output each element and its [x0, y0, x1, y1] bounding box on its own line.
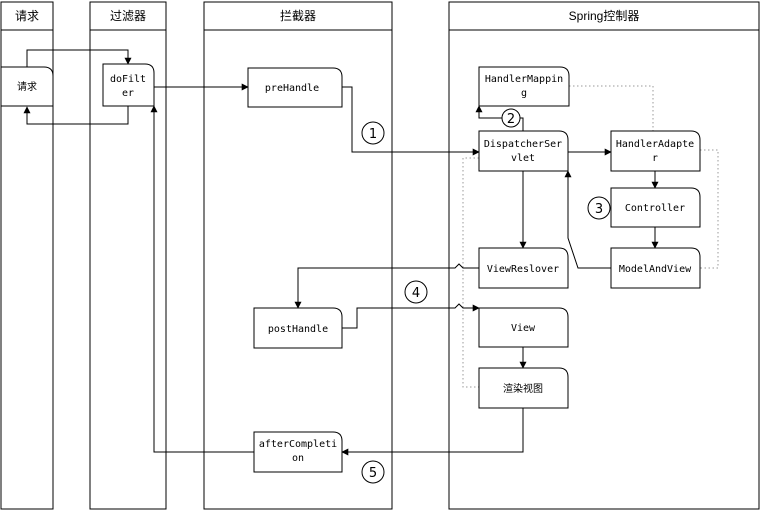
edge-prehandle-to-dispatcher: [342, 86, 480, 156]
lane-interceptor-title: 拦截器: [280, 9, 316, 23]
node-aftercompletion: afterCompleti on: [253, 431, 343, 473]
step-badge-3-label: 3: [595, 202, 603, 217]
node-viewresolver-label: ViewReslover: [487, 264, 559, 275]
lane-request-title: 请求: [15, 9, 39, 23]
node-controller-label: Controller: [625, 203, 685, 214]
edge-viewresolver-to-posthandle: [294, 263, 479, 309]
edge-dofilter-to-request: [23, 106, 129, 125]
node-dofilter: doFilt er: [102, 63, 155, 107]
node-view: View: [478, 307, 569, 348]
step-badge-5-label: 5: [369, 466, 377, 481]
step-badge-1: 1: [361, 121, 385, 145]
edge-dispatcher-to-handlermapping: [475, 105, 524, 131]
node-viewresolver: ViewReslover: [478, 247, 569, 289]
node-posthandle-label: postHandle: [268, 324, 328, 335]
dotted-adapter-to-modelandview: [700, 149, 719, 269]
edge-posthandle-to-view: [342, 303, 480, 329]
node-request-label: 请求: [17, 80, 37, 93]
node-dofilter-label-line1: doFilt: [110, 74, 146, 85]
node-prehandle: preHandle: [247, 67, 343, 108]
node-posthandle: postHandle: [253, 307, 343, 349]
node-dofilter-label-line2: er: [122, 88, 134, 99]
node-prehandle-label: preHandle: [265, 83, 319, 94]
step-badge-1-label: 1: [369, 127, 377, 142]
node-handleradapter-label-line1: HandlerAdapte: [616, 139, 694, 150]
node-dispatcher-label-line2: vlet: [511, 153, 535, 164]
step-badge-2: 2: [501, 108, 521, 128]
node-render-view-label: 渲染视图: [503, 382, 543, 395]
node-controller: Controller: [610, 187, 701, 228]
node-aftercompletion-label-line1: afterCompleti: [259, 439, 337, 450]
dotted-mapping-to-adapter: [569, 85, 654, 131]
node-aftercompletion-label-line2: on: [292, 453, 304, 464]
edge-render-to-aftercompletion: [341, 408, 524, 456]
node-dispatcher-label-line1: DispatcherSer: [484, 139, 562, 150]
node-handlermapping: HandlerMappin g: [478, 66, 570, 107]
node-view-label: View: [511, 323, 536, 334]
edge-aftercompletion-to-dofilter: [150, 105, 254, 453]
dotted-dispatcher-to-render: [462, 157, 479, 388]
node-handleradapter: HandlerAdapte r: [610, 130, 701, 172]
lane-filter-title: 过滤器: [110, 9, 146, 23]
step-badge-4-label: 4: [412, 286, 420, 301]
step-badge-2-label: 2: [507, 112, 515, 127]
node-render-view: 渲染视图: [478, 367, 569, 409]
node-modelandview: ModelAndView: [610, 247, 701, 289]
node-handlermapping-label-line1: HandlerMappin: [485, 74, 563, 85]
node-dispatcherservlet: DispatcherSer vlet: [478, 130, 569, 172]
node-request: 请求: [0, 66, 54, 107]
node-modelandview-label: ModelAndView: [619, 264, 692, 275]
node-handleradapter-label-line2: r: [652, 153, 658, 164]
edge-request-to-dofilter: [26, 49, 132, 67]
node-handlermapping-label-line2: g: [521, 88, 527, 99]
step-badge-5: 5: [361, 460, 385, 484]
step-badge-4: 4: [404, 280, 428, 304]
edge-modelandview-to-dispatcher: [564, 170, 611, 269]
lane-spring-title: Spring控制器: [569, 9, 640, 23]
step-badge-3: 3: [587, 196, 611, 220]
